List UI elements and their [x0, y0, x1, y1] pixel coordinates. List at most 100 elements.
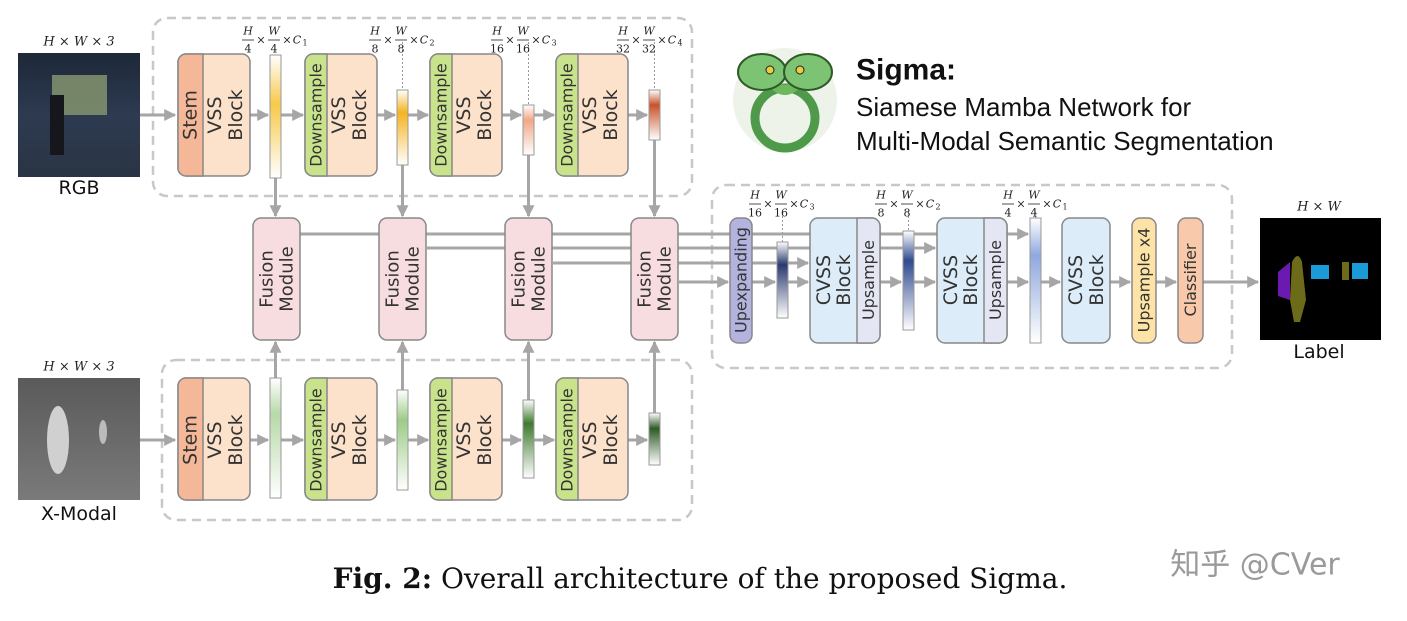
- fraction-denominator: 16: [774, 207, 788, 220]
- subtitle-line-2: Multi-Modal Semantic Segmentation: [856, 126, 1274, 156]
- fraction-numerator: W: [775, 189, 788, 202]
- fusion-label: Fusion: [257, 250, 278, 308]
- xmodal-downsample: [429, 377, 453, 501]
- classifier-label: Classifier: [1181, 243, 1200, 316]
- fraction-denominator: 8: [372, 43, 379, 56]
- subtitle-line-1: Siamese Mamba Network for: [856, 92, 1192, 122]
- svg-text:×: ×: [1042, 198, 1051, 211]
- xmodal-downsample: [555, 377, 579, 501]
- upsample-x4-block: [1131, 217, 1157, 344]
- fraction-denominator: 8: [904, 207, 911, 220]
- xmodal-feature-map-2: [396, 389, 409, 491]
- output-label: Label: [1293, 341, 1344, 363]
- watermark: 知乎 @CVer: [1170, 548, 1340, 583]
- fraction-denominator: 4: [245, 43, 252, 56]
- downsample-label: Downsample: [307, 388, 326, 492]
- fraction-numerator: H: [242, 25, 253, 38]
- block-label: Block: [225, 89, 247, 140]
- svg-text:×: ×: [505, 34, 514, 47]
- decoder-feature-map-1: [776, 241, 789, 319]
- svg-text:×: ×: [531, 34, 540, 47]
- vss-label: VSS: [453, 96, 475, 133]
- channel-symbol: C: [1053, 198, 1062, 211]
- fraction-numerator: H: [1002, 189, 1013, 202]
- channel-index: 1: [302, 39, 307, 48]
- rgb-feature-map-1: [269, 54, 282, 179]
- rgb-encoder-container: [151, 16, 694, 198]
- svg-text:×: ×: [631, 34, 640, 47]
- cvss-label: CVSS: [940, 255, 962, 305]
- vss-label: VSS: [328, 96, 350, 133]
- rgb-feature-map-2: [396, 89, 409, 166]
- xmodal-input-image: [18, 378, 140, 500]
- xmodal-feature-map-4: [648, 412, 661, 466]
- upexpanding-block: [729, 217, 753, 344]
- fraction-numerator: W: [1028, 189, 1041, 202]
- channel-index: 3: [551, 39, 556, 48]
- svg-text:×: ×: [889, 198, 898, 211]
- channel-index: 3: [809, 203, 814, 212]
- figure-caption: Fig. 2: Overall architecture of the prop…: [333, 562, 1068, 595]
- vss-label: VSS: [204, 421, 226, 458]
- channel-index: 2: [935, 203, 940, 212]
- xmodal-feature-map-3: [522, 399, 535, 479]
- fraction-numerator: H: [491, 25, 502, 38]
- downsample-label: Downsample: [558, 63, 577, 167]
- upsample-label: Upsample: [986, 240, 1005, 320]
- channel-index: 1: [1062, 203, 1067, 212]
- rgb-downsample: [555, 53, 579, 177]
- fraction-numerator: W: [901, 189, 914, 202]
- svg-text:×: ×: [256, 34, 265, 47]
- xmodal-stem: [177, 377, 204, 501]
- block-label: Block: [600, 414, 622, 465]
- channel-symbol: C: [668, 34, 677, 47]
- channel-symbol: C: [542, 34, 551, 47]
- fraction-denominator: 4: [271, 43, 278, 56]
- fusion-module-1: [252, 217, 301, 341]
- fraction-denominator: 8: [398, 43, 405, 56]
- channel-symbol: C: [293, 34, 302, 47]
- cvss-block-3: [1061, 217, 1111, 344]
- fusion-module-3: [504, 217, 553, 341]
- fraction-denominator: 32: [616, 43, 630, 56]
- channel-symbol: C: [800, 198, 809, 211]
- decoder-feature-map-2: [902, 230, 915, 331]
- rgb-feature-map-4: [648, 89, 661, 141]
- module-label: Module: [529, 246, 550, 311]
- fusion-module-4: [630, 217, 679, 341]
- rgb-downsample: [304, 53, 328, 177]
- decoder-container: [710, 183, 1234, 370]
- fusion-label: Fusion: [635, 250, 656, 308]
- fraction-numerator: W: [395, 25, 408, 38]
- module-label: Module: [277, 246, 298, 311]
- caption-text: Overall architecture of the proposed Sig…: [432, 562, 1067, 595]
- upsample-x4-label: Upsample x4: [1135, 228, 1154, 333]
- fraction-numerator: H: [875, 189, 886, 202]
- block-label: Block: [474, 89, 496, 140]
- xmodal-input-label: X-Modal: [41, 503, 117, 525]
- upexpanding-label: Upexpanding: [732, 227, 751, 333]
- fraction-numerator: W: [268, 25, 281, 38]
- svg-text:×: ×: [915, 198, 924, 211]
- rgb-stem: [177, 53, 204, 177]
- fraction-denominator: 16: [516, 43, 530, 56]
- downsample-label: Downsample: [432, 63, 451, 167]
- fusion-label: Fusion: [509, 250, 530, 308]
- block-label: Block: [225, 414, 247, 465]
- fraction-numerator: H: [369, 25, 380, 38]
- cvss-label: CVSS: [1065, 255, 1087, 305]
- fraction-denominator: 16: [748, 207, 762, 220]
- svg-text:×: ×: [1016, 198, 1025, 211]
- fraction-numerator: W: [517, 25, 530, 38]
- block-label: Block: [474, 414, 496, 465]
- fraction-denominator: 16: [490, 43, 504, 56]
- block-label: Block: [833, 254, 855, 305]
